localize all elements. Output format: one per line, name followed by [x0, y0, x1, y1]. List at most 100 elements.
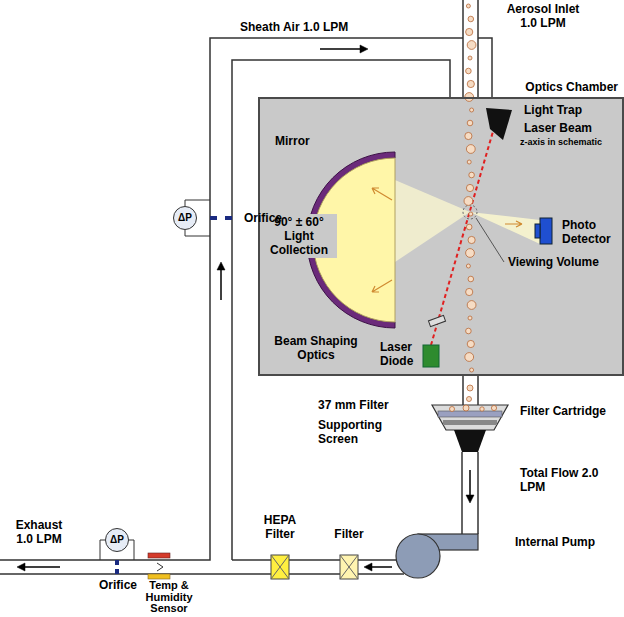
- flow-label: Total Flow 2.0 LPM: [520, 466, 610, 494]
- orifice-plate: [225, 216, 232, 220]
- particle: [470, 368, 474, 372]
- filter-cross: [271, 555, 289, 579]
- part-label: Viewing Volume: [508, 255, 620, 269]
- particle: [466, 145, 475, 154]
- part-label: Laser Diode: [380, 340, 422, 368]
- pressure-gauge: ΔP: [173, 206, 197, 230]
- particle: [467, 160, 471, 164]
- cartridge-funnel: [454, 430, 486, 452]
- pipe-wall: [0, 38, 463, 560]
- scattered-light: [470, 212, 540, 244]
- arrowhead: [360, 45, 368, 53]
- sensor-probe: [157, 563, 163, 571]
- flow-label: Sheath Air 1.0 LPM: [240, 20, 390, 34]
- particle: [466, 264, 470, 268]
- arrowhead: [364, 563, 372, 571]
- part-label: Filter Cartridge: [520, 404, 615, 418]
- part-label: HEPA Filter: [254, 513, 306, 541]
- particle: [466, 68, 472, 74]
- particle: [466, 249, 475, 258]
- particle: [467, 80, 474, 87]
- orifice-plate: [210, 216, 217, 220]
- beam-shaping-optics: [428, 315, 445, 326]
- pipe-walls: [0, 0, 492, 574]
- flow-arrows: [17, 45, 474, 571]
- gauge-label: ΔP: [110, 534, 124, 546]
- particle: [466, 328, 472, 334]
- light-ray: [372, 280, 392, 292]
- part-label: Internal Pump: [515, 535, 595, 549]
- particle-stream: [450, 4, 497, 412]
- filter-media: [438, 411, 502, 417]
- laser-diode: [423, 345, 439, 367]
- particle: [467, 120, 473, 126]
- pipe-wall: [232, 60, 450, 560]
- flow-arrow: [469, 470, 471, 495]
- light-ray: [505, 221, 522, 227]
- filter-cartridge: [432, 405, 508, 430]
- part-label: Filter: [325, 527, 373, 541]
- particle: [467, 340, 474, 347]
- chamber-title: Optics Chamber: [525, 80, 618, 94]
- particle: [464, 197, 473, 206]
- particle: [468, 316, 472, 320]
- particle: [468, 236, 475, 243]
- leader-line: [476, 218, 504, 262]
- part-label: Orifice: [90, 578, 146, 592]
- pipe-wall: [232, 559, 397, 561]
- photo-detector-lens: [535, 224, 540, 238]
- particle: [467, 301, 476, 310]
- particle: [480, 407, 484, 411]
- flow-label: Exhaust 1.0 LPM: [8, 518, 70, 546]
- sensor-element: [148, 553, 170, 558]
- flow-arrow: [25, 566, 60, 568]
- pipe-wall: [478, 38, 492, 97]
- part-label: Laser Beam: [524, 121, 619, 135]
- filter-cross: [340, 555, 358, 579]
- part-label: Photo Detector: [562, 218, 620, 246]
- part-label: Temp & Humidity Sensor: [138, 580, 200, 615]
- particle: [465, 132, 472, 139]
- sensor-element: [148, 574, 170, 579]
- inlet-label: Aerosol Inlet 1.0 LPM: [498, 2, 588, 30]
- pipe-wall: [462, 0, 464, 97]
- particle: [468, 16, 474, 22]
- orifice-plate: [115, 569, 119, 574]
- part-label: Light Trap: [524, 103, 619, 117]
- particle: [466, 4, 470, 8]
- particle: [470, 108, 474, 112]
- part-label: Mirror: [275, 134, 335, 148]
- particle: [465, 353, 474, 362]
- chamber-fill: [258, 97, 624, 376]
- pipe-wall: [462, 376, 464, 405]
- hepa-filter-symbol: [271, 555, 289, 579]
- supporting-screen: [443, 420, 497, 425]
- particle: [467, 385, 473, 391]
- arrowhead: [17, 563, 25, 571]
- particle: [491, 405, 496, 410]
- laser-beam: [431, 128, 494, 345]
- viewing-volume: [463, 205, 477, 219]
- particle: [468, 276, 474, 282]
- flow-arrow: [320, 48, 360, 50]
- particle: [467, 397, 472, 402]
- part-label: Orifice: [244, 211, 304, 225]
- light-ray: [372, 188, 392, 200]
- photo-detector: [540, 218, 552, 244]
- orifice-plate: [115, 560, 119, 565]
- light-trap: [486, 108, 512, 140]
- particle: [463, 405, 469, 411]
- gauge-label: ΔP: [178, 212, 192, 224]
- part-label: Supporting Screen: [318, 418, 408, 446]
- particle: [466, 224, 472, 230]
- pipe-wall: [477, 376, 479, 405]
- filter-symbol: [340, 555, 358, 579]
- particle: [466, 28, 473, 35]
- part-label: Beam Shaping Optics: [266, 334, 366, 362]
- note-label: z-axis in schematic: [520, 137, 620, 148]
- arrowhead: [217, 262, 225, 270]
- particle: [466, 184, 473, 191]
- particle: [469, 172, 475, 178]
- arrowhead: [466, 495, 474, 503]
